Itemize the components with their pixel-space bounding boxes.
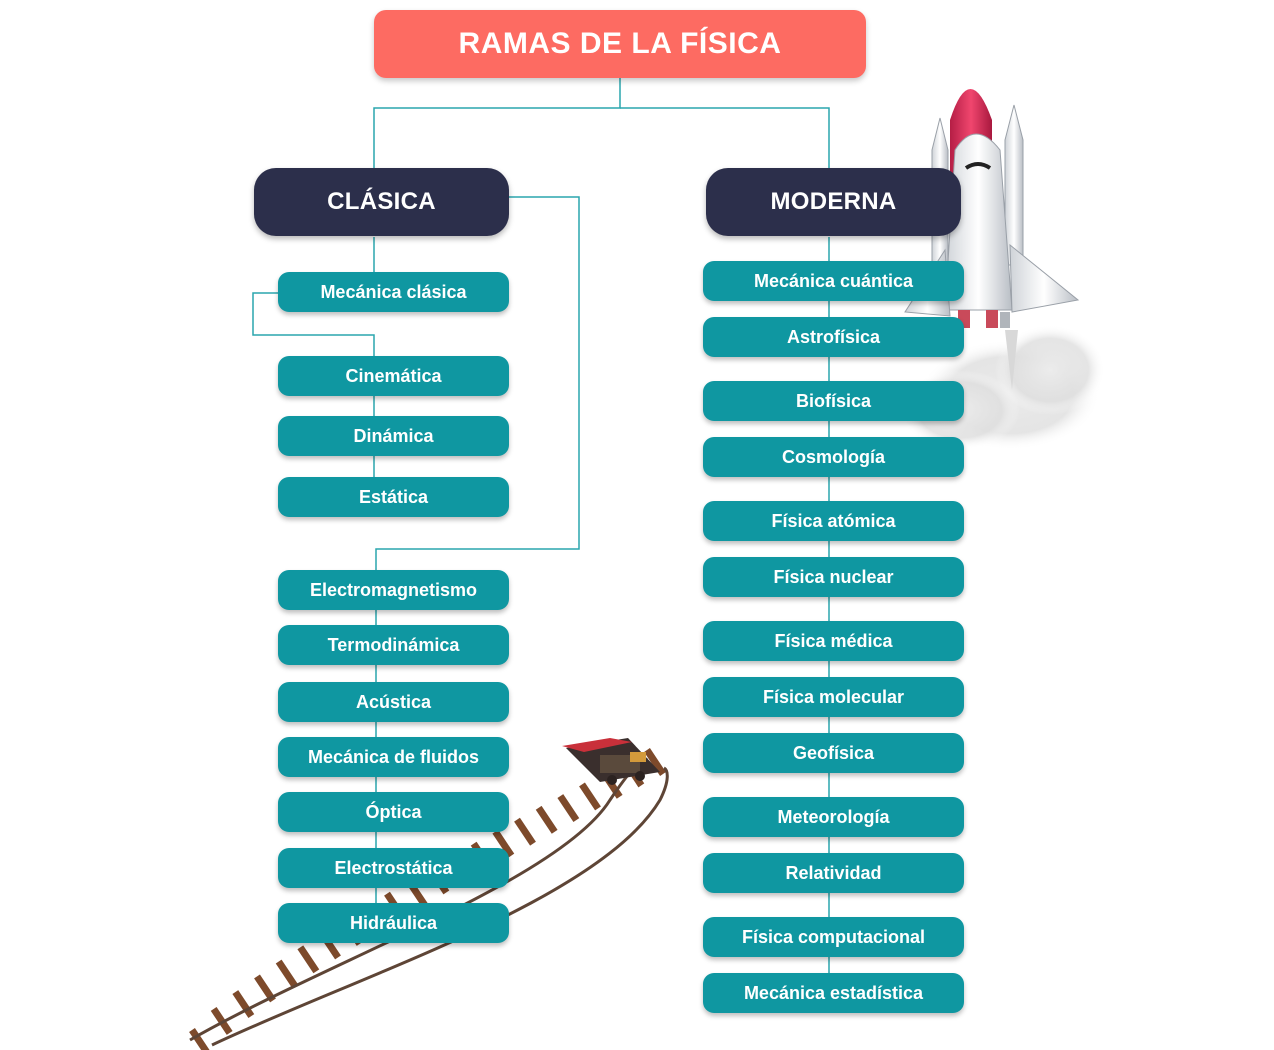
modern-item-relatividad: Relatividad — [703, 853, 964, 893]
modern-item-astrofisica: Astrofísica — [703, 317, 964, 357]
classical-item-termodinamica: Termodinámica — [278, 625, 509, 665]
modern-item-cosmologia: Cosmología — [703, 437, 964, 477]
modern-item-fisica-nuclear: Física nuclear — [703, 557, 964, 597]
classical-item-electromagnetismo: Electromagnetismo — [278, 570, 509, 610]
modern-item-biofisica: Biofísica — [703, 381, 964, 421]
classical-item-estatica: Estática — [278, 477, 509, 517]
modern-item-fisica-atomica: Física atómica — [703, 501, 964, 541]
classical-item-mecanica-de-fluidos: Mecánica de fluidos — [278, 737, 509, 777]
classical-item-optica: Óptica — [278, 792, 509, 832]
modern-item-fisica-computacional: Física computacional — [703, 917, 964, 957]
classical-item-dinamica: Dinámica — [278, 416, 509, 456]
classical-item-electrostatica: Electrostática — [278, 848, 509, 888]
category-classical: CLÁSICA — [254, 168, 509, 236]
modern-item-mecanica-estadistica: Mecánica estadística — [703, 973, 964, 1013]
modern-item-fisica-molecular: Física molecular — [703, 677, 964, 717]
modern-item-meteorologia: Meteorología — [703, 797, 964, 837]
modern-item-fisica-medica: Física médica — [703, 621, 964, 661]
modern-item-geofisica: Geofísica — [703, 733, 964, 773]
classical-item-cinematica: Cinemática — [278, 356, 509, 396]
diagram-title: RAMAS DE LA FÍSICA — [374, 10, 866, 78]
classical-item-mecanica-clasica: Mecánica clásica — [278, 272, 509, 312]
classical-item-hidraulica: Hidráulica — [278, 903, 509, 943]
category-modern: MODERNA — [706, 168, 961, 236]
classical-item-acustica: Acústica — [278, 682, 509, 722]
modern-item-mecanica-cuantica: Mecánica cuántica — [703, 261, 964, 301]
